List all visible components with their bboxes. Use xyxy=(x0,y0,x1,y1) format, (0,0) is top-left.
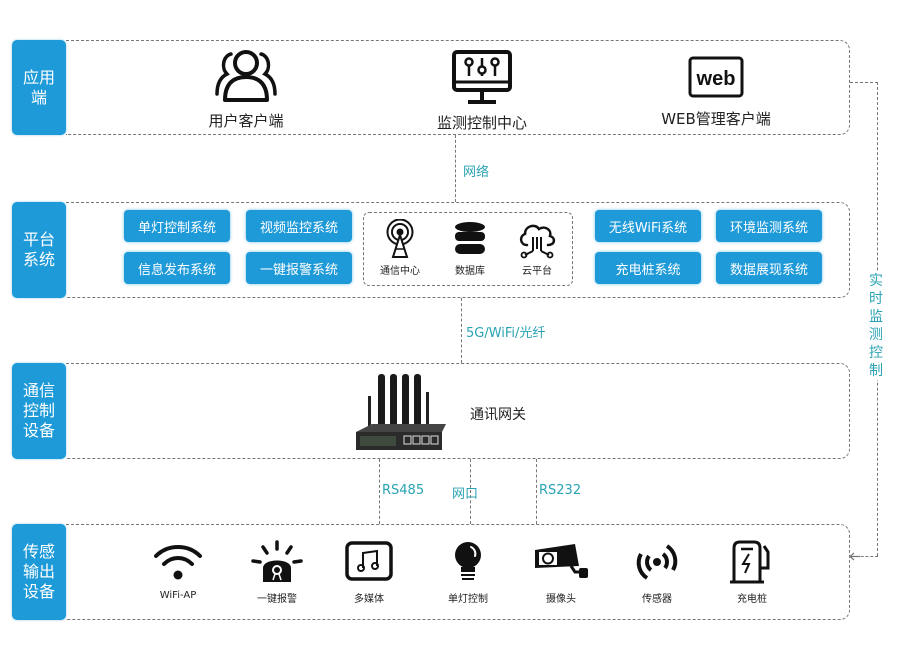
system-wireless-wifi[interactable]: 无线WiFi系统 xyxy=(595,210,701,242)
gateway-label: 通讯网关 xyxy=(470,407,526,423)
tier-app-box xyxy=(66,40,850,135)
connector-line-rs485 xyxy=(379,459,380,524)
app-item-label: 监测控制中心 xyxy=(436,114,527,132)
device-label: 一键报警 xyxy=(257,594,297,605)
tier-app-label: 应用端 xyxy=(12,40,66,135)
app-item-monitor-center: 监测控制中心 xyxy=(402,48,562,133)
database-icon xyxy=(455,222,485,254)
connector-line xyxy=(455,135,456,202)
monitor-control-icon xyxy=(452,50,512,104)
app-item-label: 用户客户端 xyxy=(208,112,284,130)
device-multimedia: 多媒体 xyxy=(329,540,409,605)
connector-label-network: 网络 xyxy=(463,165,490,180)
device-label: 摄像头 xyxy=(546,594,576,605)
system-video-surveillance[interactable]: 视频监控系统 xyxy=(246,210,352,242)
connector-label-rs232: RS232 xyxy=(539,483,582,498)
tier-sensor-box xyxy=(66,524,850,620)
signal-tower-icon xyxy=(386,219,414,258)
arrow-left-icon xyxy=(850,552,860,561)
tier-sensor: 传感输出设备 xyxy=(12,524,850,620)
system-data-display[interactable]: 数据展现系统 xyxy=(716,252,822,284)
device-camera: 摄像头 xyxy=(521,540,601,605)
connector-label-5g-wifi-fiber: 5G/WiFi/光纤 xyxy=(466,326,546,341)
camera-icon xyxy=(535,544,588,578)
core-item-comm-center: 通信中心 xyxy=(370,219,430,277)
app-item-user-client: 用户客户端 xyxy=(166,46,326,131)
web-icon: web xyxy=(688,56,744,98)
svg-text:web: web xyxy=(696,68,736,90)
core-item-label: 通信中心 xyxy=(380,266,420,277)
wifi-icon xyxy=(154,545,202,580)
core-item-cloud: 云平台 xyxy=(507,219,567,277)
connector-label-ethernet: 网口 xyxy=(452,487,479,502)
core-item-label: 云平台 xyxy=(522,266,552,277)
charging-pile-icon xyxy=(730,540,770,584)
device-label: 多媒体 xyxy=(354,594,384,605)
sensor-icon xyxy=(636,544,678,580)
device-label: 单灯控制 xyxy=(448,594,488,605)
tier-app: 应用端 xyxy=(12,40,850,135)
device-label: 充电桩 xyxy=(737,594,767,605)
tier-platform: 平台系统 xyxy=(12,202,850,298)
device-charging-pile: 充电桩 xyxy=(712,540,792,605)
light-bulb-icon xyxy=(455,542,481,580)
device-label: WiFi-AP xyxy=(159,590,197,601)
device-sensor: 传感器 xyxy=(617,540,697,605)
side-label-realtime-control: 实时监测控制 xyxy=(866,272,886,380)
tier-comm-box xyxy=(66,363,850,459)
system-info-publish[interactable]: 信息发布系统 xyxy=(124,252,230,284)
device-one-key-alarm: 一键报警 xyxy=(237,540,317,605)
tier-comm: 通信控制设备 xyxy=(12,363,850,459)
system-charging-pile[interactable]: 充电桩系统 xyxy=(595,252,701,284)
connector-label-rs485: RS485 xyxy=(382,483,425,498)
gateway-router-icon xyxy=(356,374,446,450)
platform-core-box: 通信中心 数据库 云平台 xyxy=(363,212,573,286)
device-wifi-ap: WiFi-AP xyxy=(138,540,218,601)
connector-line xyxy=(461,298,462,363)
cloud-icon xyxy=(519,224,556,259)
users-icon xyxy=(215,50,277,102)
tier-platform-box xyxy=(66,202,850,298)
system-environment-monitor[interactable]: 环境监测系统 xyxy=(716,210,822,242)
tier-comm-label: 通信控制设备 xyxy=(12,363,66,459)
system-one-key-alarm[interactable]: 一键报警系统 xyxy=(246,252,352,284)
side-loop-top xyxy=(850,82,878,83)
core-item-label: 数据库 xyxy=(455,266,485,277)
app-item-label: WEB管理客户端 xyxy=(661,110,771,128)
tier-platform-label: 平台系统 xyxy=(12,202,66,298)
alarm-light-icon xyxy=(251,540,303,582)
side-loop-bottom xyxy=(856,556,878,557)
device-label: 传感器 xyxy=(642,594,672,605)
connector-line-ethernet xyxy=(470,459,471,524)
device-single-lamp: 单灯控制 xyxy=(428,540,508,605)
system-single-lamp[interactable]: 单灯控制系统 xyxy=(124,210,230,242)
music-icon xyxy=(345,541,393,581)
core-item-database: 数据库 xyxy=(440,219,500,277)
tier-sensor-label: 传感输出设备 xyxy=(12,524,66,620)
app-item-web-client: web WEB管理客户端 xyxy=(636,56,796,129)
connector-line-rs232 xyxy=(536,459,537,524)
